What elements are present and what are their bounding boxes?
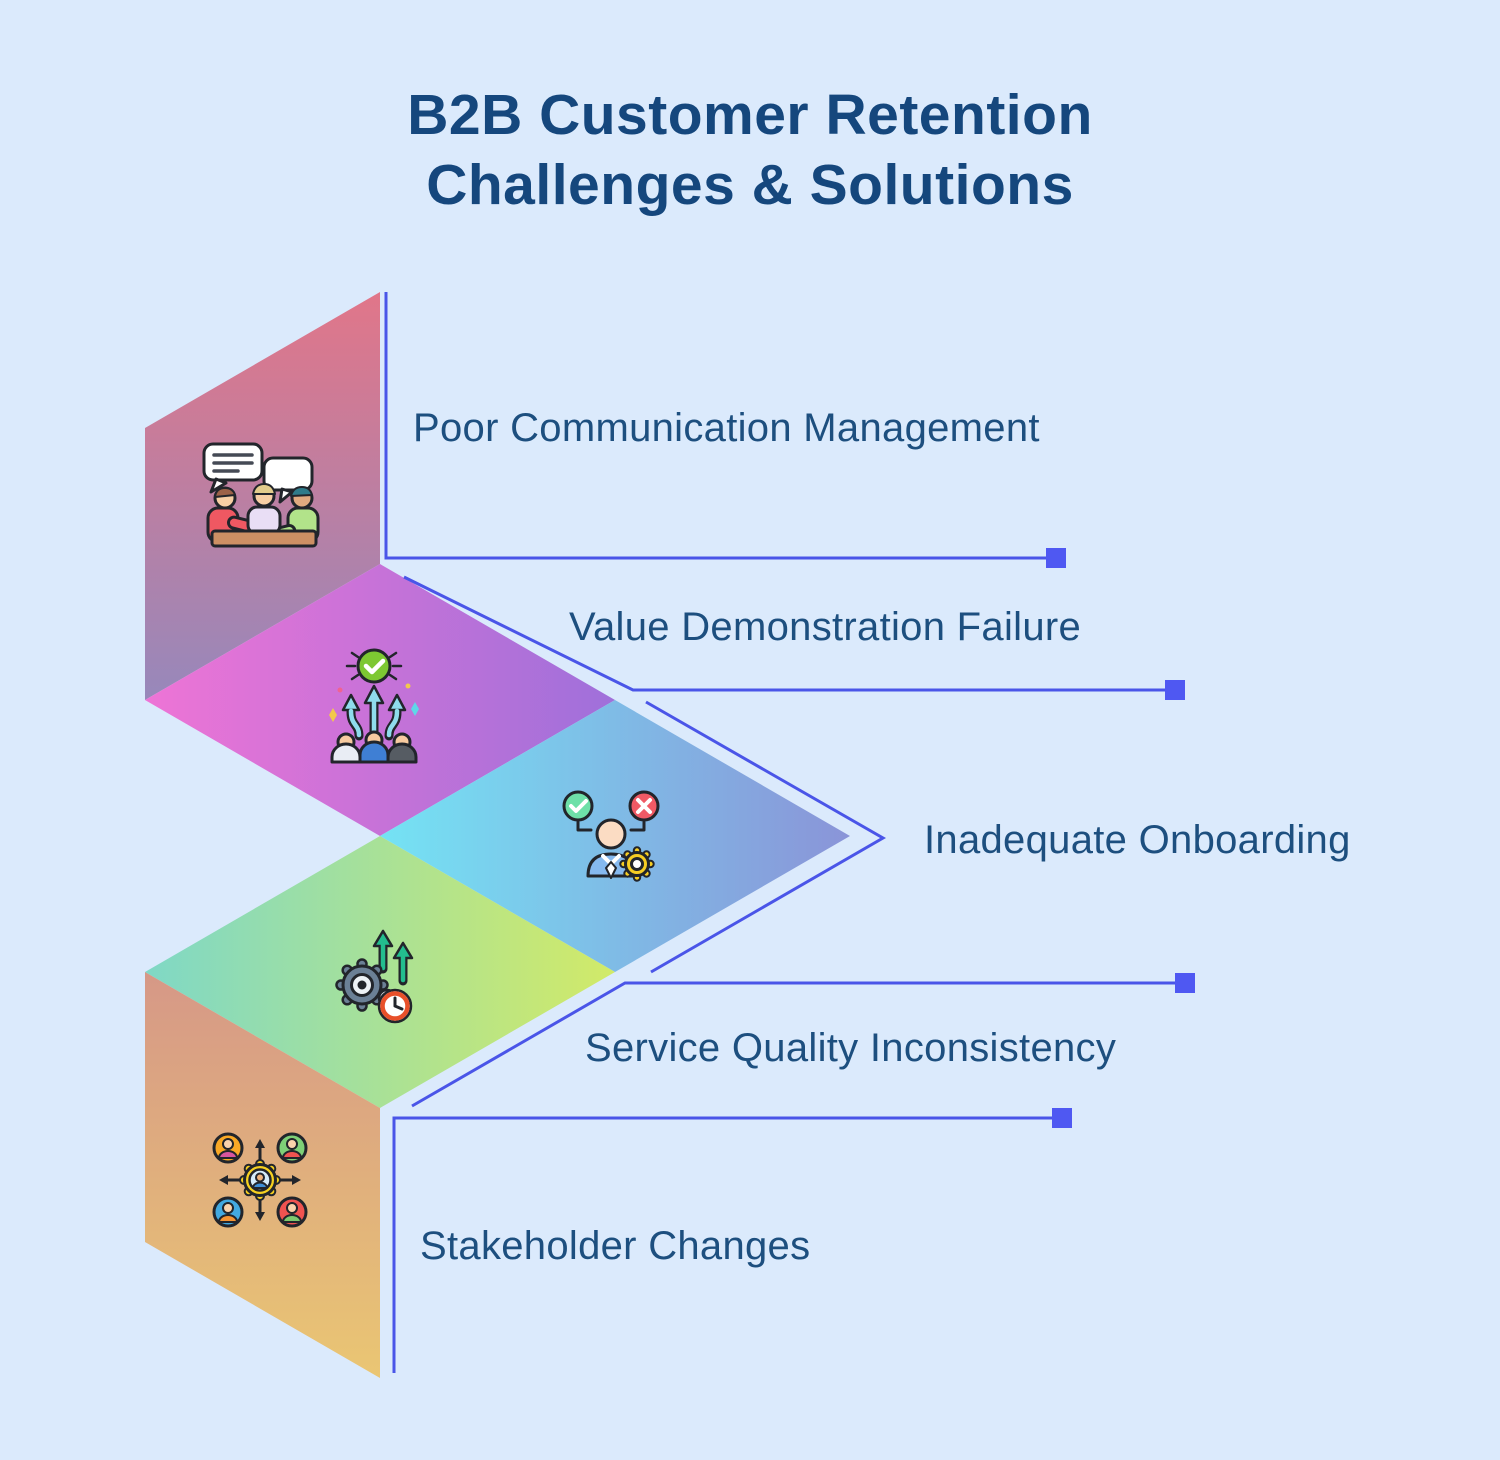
page-title-line2: Challenges & Solutions (426, 153, 1074, 217)
label-poor-communication: Poor Communication Management (413, 406, 1040, 450)
label-value-demonstration: Value Demonstration Failure (569, 605, 1082, 649)
meeting-discussion-icon (202, 442, 320, 548)
connector-endpoint-square (1175, 973, 1195, 993)
connector-endpoint-square (1052, 1108, 1072, 1128)
stakeholder-network-icon (212, 1132, 308, 1228)
decision-approval-person-icon (562, 790, 660, 882)
label-stakeholder-changes: Stakeholder Changes (420, 1224, 811, 1268)
connector-line-stakeholder-changes (392, 1116, 1052, 1373)
team-alignment-check-icon (329, 648, 419, 764)
label-inadequate-onboarding: Inadequate Onboarding (924, 818, 1351, 862)
connector-endpoint-square (1165, 680, 1185, 700)
connector-endpoint-square (1046, 548, 1066, 568)
page-title: B2B Customer Retention Challenges & Solu… (0, 80, 1500, 220)
process-efficiency-gear-clock-icon (335, 929, 414, 1024)
connector-chevron-inadequate-onboarding (645, 700, 887, 974)
connector-line-value-demonstration (403, 575, 1165, 692)
connector-line-service-quality (411, 981, 1175, 1108)
connector-line-poor-communication (384, 292, 1046, 560)
label-service-quality: Service Quality Inconsistency (585, 1026, 1117, 1070)
page-title-line1: B2B Customer Retention (407, 83, 1093, 147)
